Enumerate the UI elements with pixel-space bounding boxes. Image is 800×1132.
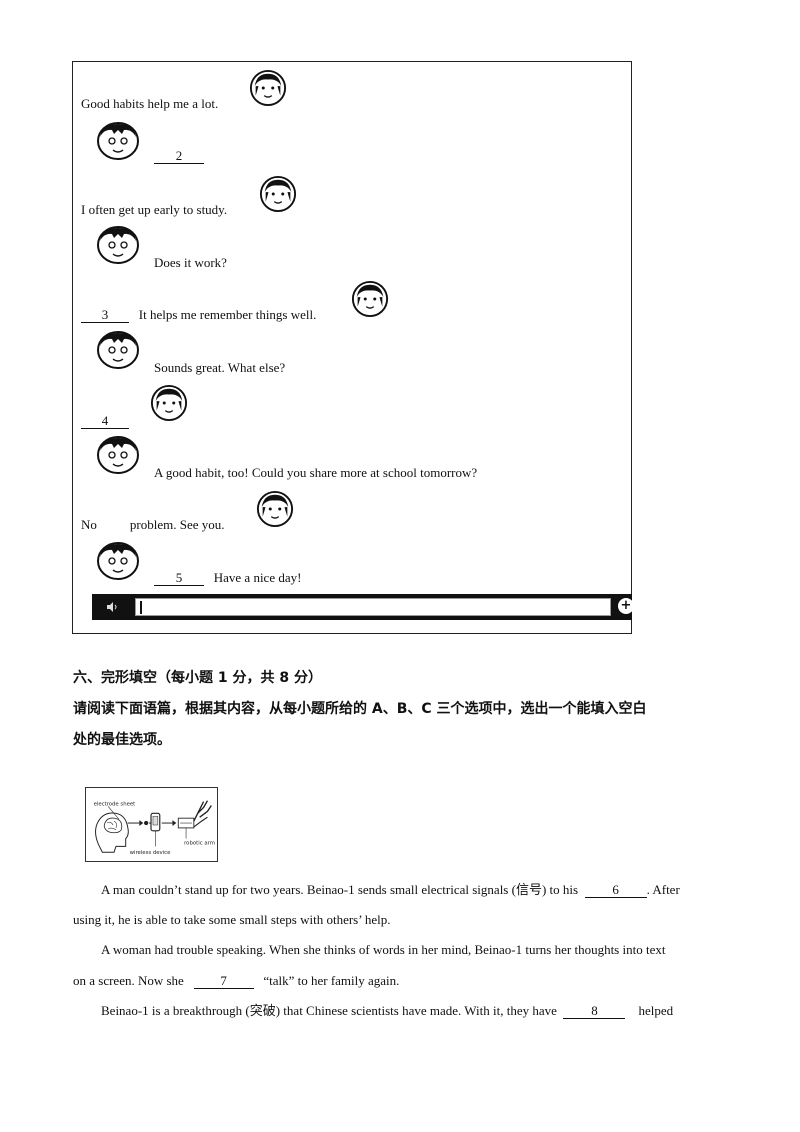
answer-blank-2[interactable]: 2 [154,148,204,164]
chat-line-9: 5 Have a nice day! [154,570,301,586]
answer-blank-7[interactable]: 7 [193,974,254,989]
boy-avatar-icon [96,541,140,581]
boy-avatar-icon [96,121,140,161]
girl-avatar-icon [256,490,294,528]
boy-avatar-icon [96,330,140,370]
speaker-icon[interactable] [106,600,118,614]
chat-dialogue-box [72,61,632,634]
section-instruction-line-1: 请阅读下面语篇，根据其内容，从每小题所给的 A、B、C 三个选项中，选出一个能填… [73,701,647,717]
passage-line-5: Beinao-1 is a breakthrough (突破) that Chi… [101,1003,674,1019]
diagram-label-robotic-arm: robotic arm [184,840,215,846]
boy-avatar-icon [96,225,140,265]
answer-blank-3[interactable]: 3 [81,308,129,323]
answer-blank-6[interactable]: 6 [584,883,647,898]
plus-icon[interactable]: + [618,598,634,614]
answer-blank-5[interactable]: 5 [154,571,204,586]
chat-line-1: Good habits help me a lot. [81,96,219,111]
brain-computer-interface-diagram: electrode sheet wireless device robotic … [85,787,218,862]
chat-line-3: I often get up early to study. [81,202,228,217]
message-input-field[interactable] [135,598,611,616]
passage-line-1: A man couldn’t stand up for two years. B… [101,882,680,898]
girl-avatar-icon [259,175,297,213]
text-cursor [140,601,142,614]
girl-avatar-icon [249,69,287,107]
section-instruction-line-2: 处的最佳选项。 [73,732,171,748]
chat-line-5: 3 It helps me remember things well. [81,307,316,323]
diagram-label-wireless-device: wireless device [130,850,171,856]
section-title: 六、完形填空（每小题 1 分，共 8 分） [73,670,322,686]
chat-line-7: A good habit, too! Could you share more … [154,465,478,480]
boy-avatar-icon [96,435,140,475]
girl-avatar-icon [351,280,389,318]
passage-line-4: on a screen. Now she 7 “talk” to her fam… [73,973,400,989]
passage-line-3: A woman had trouble speaking. When she t… [101,942,666,957]
answer-blank-4[interactable]: 4 [81,413,129,429]
chat-line-4: Does it work? [154,255,227,270]
passage-line-2: using it, he is able to take some small … [73,912,391,927]
diagram-label-electrode-sheet: electrode sheet [94,802,136,808]
girl-avatar-icon [150,384,188,422]
chat-line-6: Sounds great. What else? [154,360,286,375]
answer-blank-8[interactable]: 8 [563,1004,626,1019]
